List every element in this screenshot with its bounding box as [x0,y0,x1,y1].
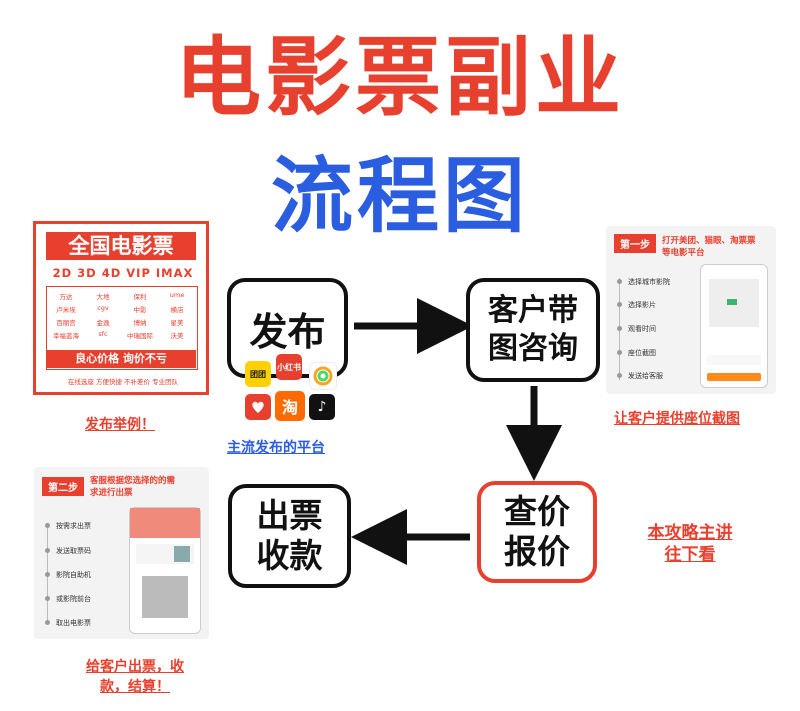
poster-formats: 2D 3D 4D VIP IMAX [52,266,194,280]
step2-item: 发送取票码 [56,547,91,555]
cinema-name: 百丽宫 [56,319,76,327]
cinema-name: 横店 [170,306,184,314]
guide-caption-line2: 往下看 [664,545,716,565]
step2-card: 第二步 客服根据您选择的的需 求进行出票 按需求出票 发送取票码 影院自助机 或… [34,467,209,639]
step2-item: 按需求出票 [56,522,91,530]
cinema-name: 卢米埃 [56,306,76,314]
step2-tag: 第二步 [42,477,84,496]
step2-item: 影院自助机 [56,571,91,579]
step1-item: 选择城市影院 [628,278,670,286]
cinema-name: 中瑞国际 [127,332,153,340]
cinema-name: sfc [98,330,108,338]
step1-title-line1: 打开美团、猫眼、淘票票 [662,236,756,246]
step2-title-line2: 求进行出票 [90,488,133,498]
cinema-name: 金逸 [96,319,110,327]
flow-publish-label: 发布 [249,309,326,354]
cinema-name: 大地 [96,293,110,301]
flow-ticket-line2: 收款 [256,536,323,575]
poster-band: 良心价格 询价不亏 [46,350,196,368]
flow-consult-line2: 图咨询 [488,331,578,366]
flow-box-consult: 客户带 图咨询 [466,278,600,382]
poster-header: 全国电影票 [46,232,196,260]
step1-card: 第一步 打开美团、猫眼、淘票票 等电影平台 选择城市影院 选择影片 观看时间 座… [606,226,776,394]
meituan-icon: 团团 [245,361,271,387]
screenshot-request-caption: 让客户提供座位截图 [614,411,740,427]
ticket-code-screenshot [129,507,201,634]
poster-footer: 在线选座 方便快捷 不补差价 专业团队 [67,378,179,386]
cinema-name: 星美 [170,319,184,327]
xiaohongshu-icon: 小红书 [276,354,302,380]
deliver-caption: 给客户出票，收 款，结算！ [40,657,230,697]
step1-item: 选择影片 [628,301,656,309]
cinema-name: ume [169,291,185,299]
flow-box-ticket: 出票 收款 [228,484,351,588]
flow-box-quote: 查价 报价 [477,481,597,583]
main-title: 电影票副业 [175,28,625,128]
ctrip-icon [309,362,337,390]
cinema-name: 幸福蓝海 [53,332,79,340]
publish-example-caption: 发布举例！ [85,417,155,433]
flow-ticket-line1: 出票 [256,496,323,535]
step1-item: 发送给客服 [628,372,663,380]
seat-map-screenshot [700,264,768,388]
sub-title: 流程图 [270,149,529,244]
step2-title-line1: 客服根据您选择的的需 [90,476,176,486]
cinema-name: 沃美 [170,332,184,340]
flow-consult-line1: 客户带 [488,293,578,328]
step1-item: 座位截图 [628,349,656,357]
cinema-name: cgv [97,304,109,312]
flow-quote-line2: 报价 [504,532,570,571]
guide-caption: 本攻略主讲 往下看 [620,522,760,566]
cinema-name: 中影 [133,306,147,314]
flow-quote-line1: 查价 [504,492,570,531]
platforms-caption: 主流发布的平台 [227,440,325,456]
deliver-caption-line2: 款，结算！ [100,679,170,695]
step2-item: 或影院前台 [56,595,91,603]
guide-caption-line1: 本攻略主讲 [647,523,733,543]
step1-item: 观看时间 [628,325,656,333]
pinduoduo-icon [245,394,271,420]
taobao-icon: 淘 [275,391,305,421]
deliver-caption-line1: 给客户出票，收 [86,659,184,675]
cinema-name: 万达 [59,293,73,301]
step1-title-line2: 等电影平台 [662,248,705,258]
publish-example-poster: 全国电影票 2D 3D 4D VIP IMAX 万达 大地 保利 ume 卢米埃… [33,221,209,395]
douyin-icon: ♪ [309,394,335,420]
cinema-name: 保利 [133,293,147,301]
step2-item: 取出电影票 [56,619,91,627]
step1-tag: 第一步 [614,234,656,253]
cinema-name: 博纳 [133,319,147,327]
poster-cinema-grid: 万达 大地 保利 ume 卢米埃 cgv 中影 横店 百丽宫 金逸 博纳 星美 … [46,286,198,370]
